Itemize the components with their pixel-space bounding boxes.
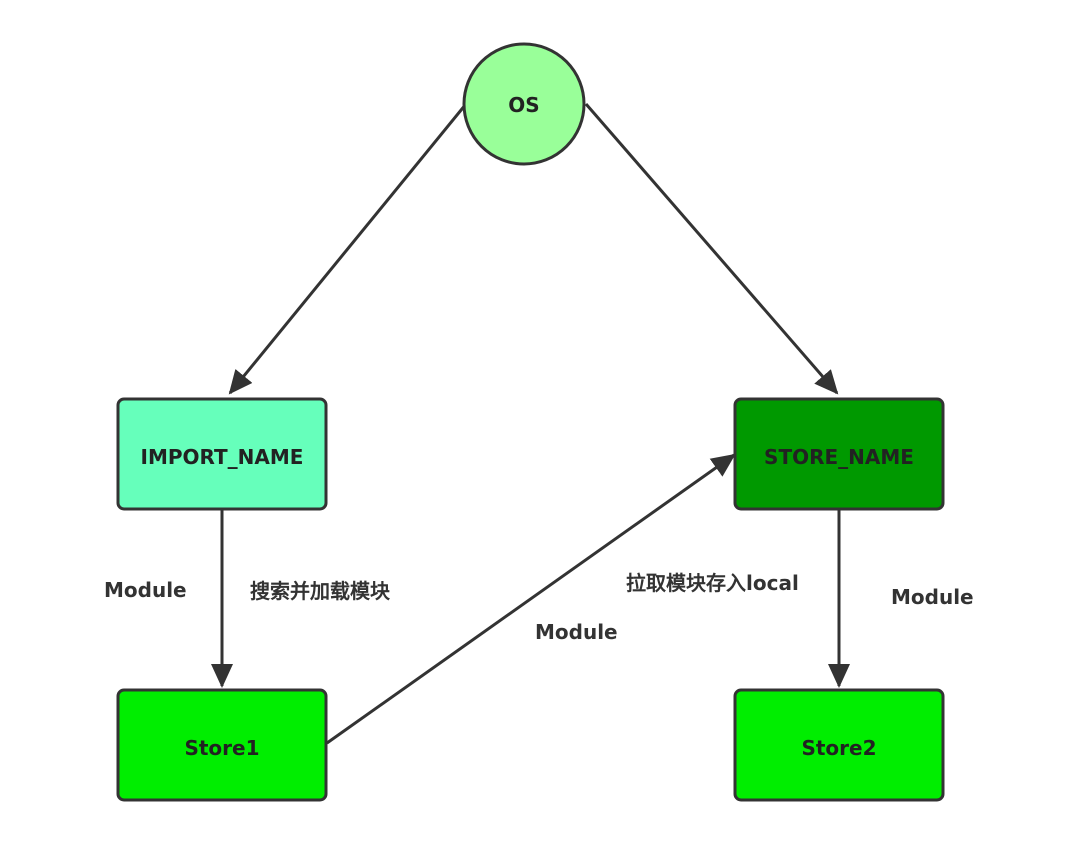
node-os-shape xyxy=(462,42,586,166)
edge-os-to-import-name xyxy=(228,103,468,395)
node-os-label: OS xyxy=(508,93,539,117)
node-os: OS xyxy=(462,42,586,166)
edge-label-store-module: Module xyxy=(891,585,974,609)
node-store1: Store1 xyxy=(116,688,328,802)
node-import-name: IMPORT_NAME xyxy=(116,397,328,511)
edge-label-import-desc: 搜索并加载模块 xyxy=(250,579,391,603)
node-store1-shape xyxy=(116,688,328,802)
node-store1-label: Store1 xyxy=(184,736,259,760)
edge-os-to-store-name xyxy=(584,103,839,395)
edge-label-store1-module: Module xyxy=(535,620,618,644)
node-import-name-shape xyxy=(116,397,328,511)
node-store2: Store2 xyxy=(733,688,945,802)
node-store-name: STORE_NAME xyxy=(733,397,945,511)
node-store-name-shape xyxy=(733,397,945,511)
edge-store1-to-store-name xyxy=(326,453,736,745)
edge-label-store-desc: 拉取模块存入local xyxy=(626,571,799,595)
node-store-name-label: STORE_NAME xyxy=(764,445,914,469)
node-import-name-label: IMPORT_NAME xyxy=(141,445,304,469)
node-store2-label: Store2 xyxy=(801,736,876,760)
edge-label-import-module: Module xyxy=(104,578,187,602)
node-store2-shape xyxy=(733,688,945,802)
